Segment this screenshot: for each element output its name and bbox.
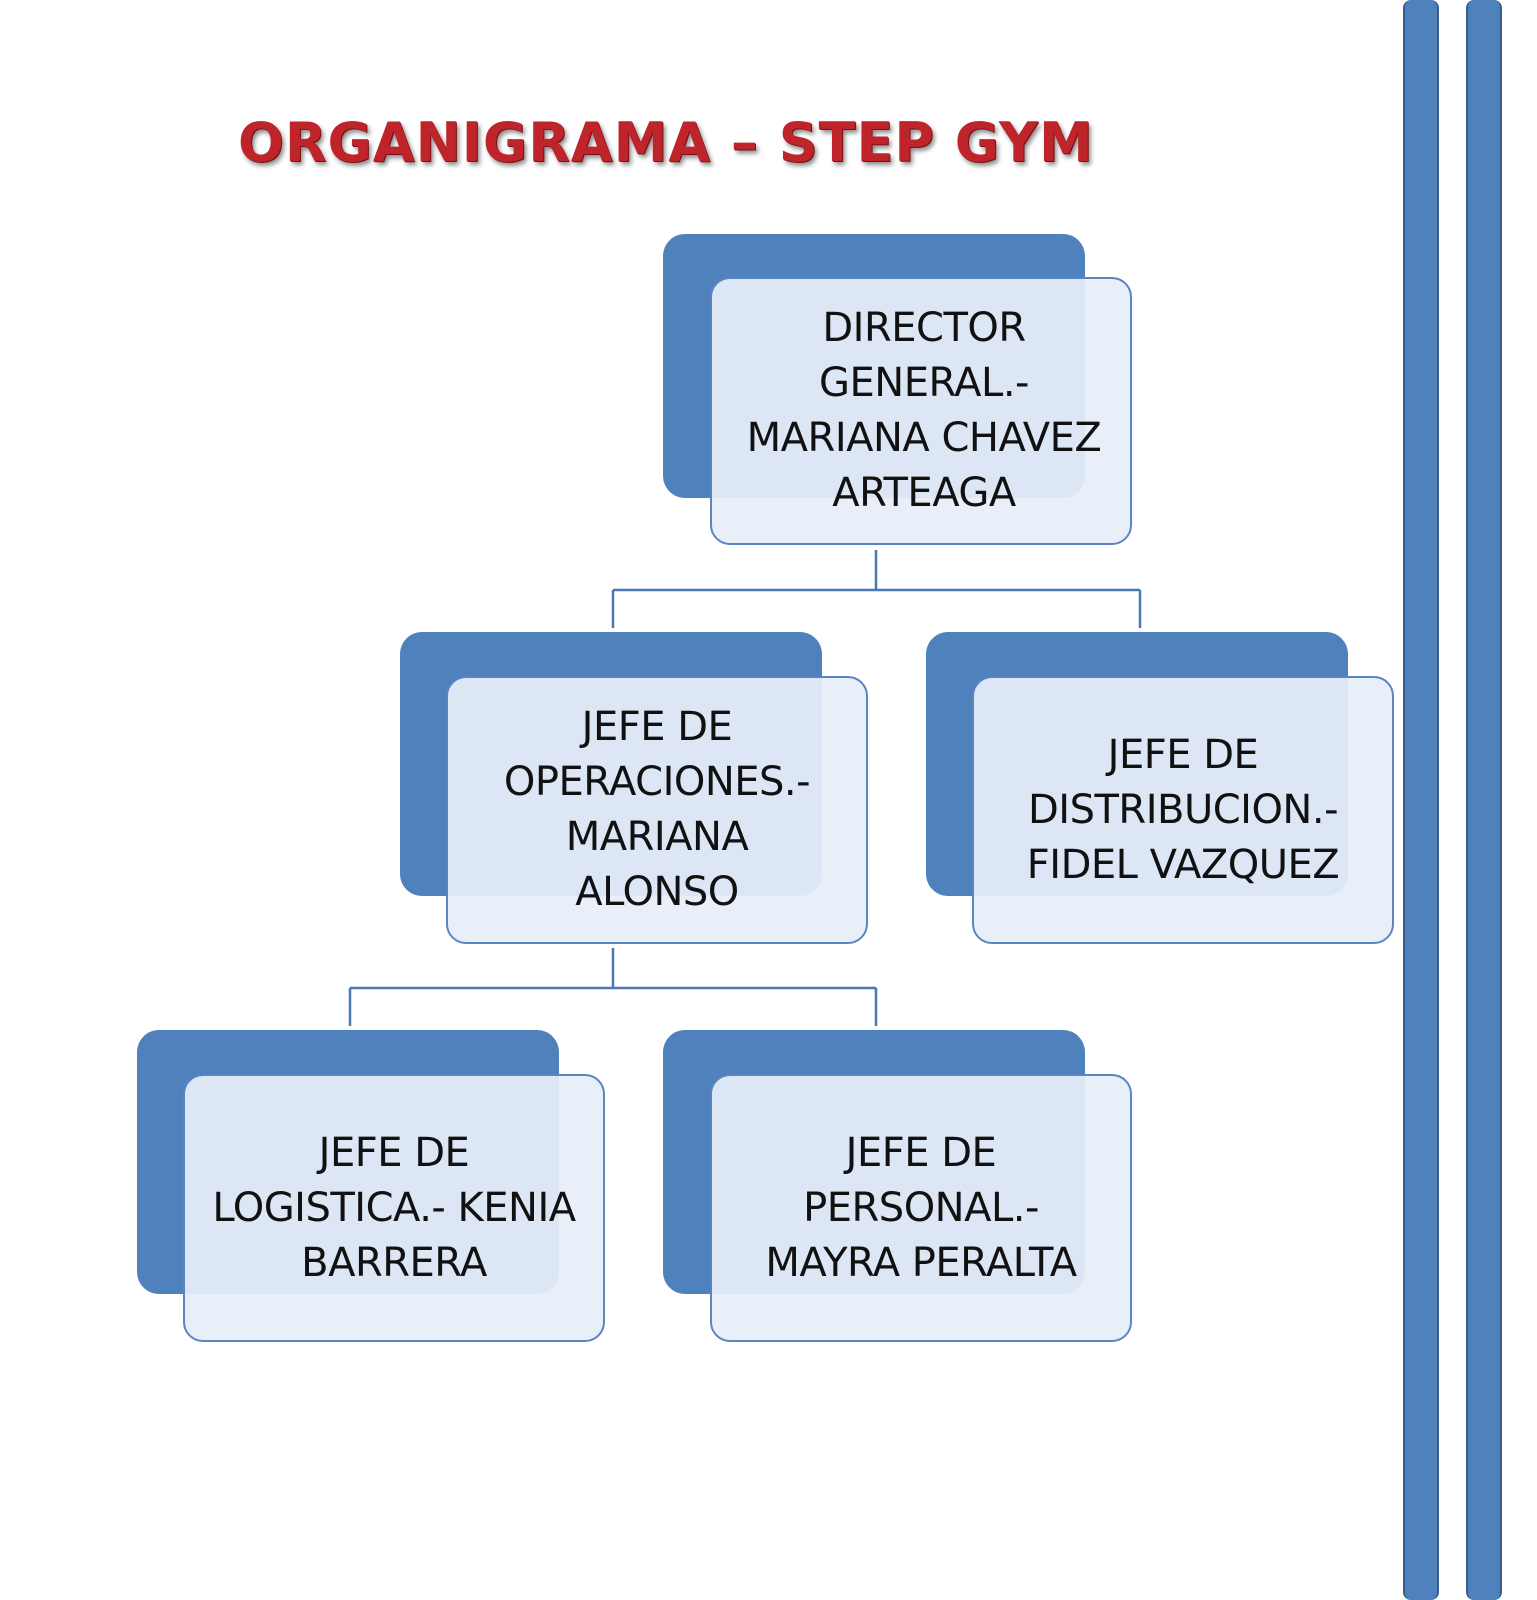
chart-title: ORGANIGRAMA – STEP GYM (238, 111, 1094, 174)
connector-director-to-level2 (611, 550, 1142, 628)
connector-operaciones-to-level3 (348, 948, 878, 1026)
logistica-label: JEFE DE LOGISTICA.- KENIA BARRERA (212, 1129, 576, 1286)
operaciones-label: JEFE DE OPERACIONES.- MARIANA ALONSO (503, 704, 811, 915)
director-label: DIRECTOR GENERAL.- MARIANA CHAVEZ ARTEAG… (746, 305, 1102, 516)
logistica-box (183, 1074, 605, 1342)
decorative-rail-left (1403, 0, 1439, 1600)
decorative-rail-right (1466, 0, 1502, 1600)
personal-box (710, 1074, 1132, 1342)
operaciones-box (446, 676, 868, 944)
personal-label: JEFE DE PERSONAL.- MAYRA PERALTA (765, 1129, 1077, 1286)
director-box (710, 277, 1132, 545)
distribucion-box (972, 676, 1394, 944)
distribucion-label: JEFE DE DISTRIBUCION.- FIDEL VAZQUEZ (1026, 731, 1340, 888)
